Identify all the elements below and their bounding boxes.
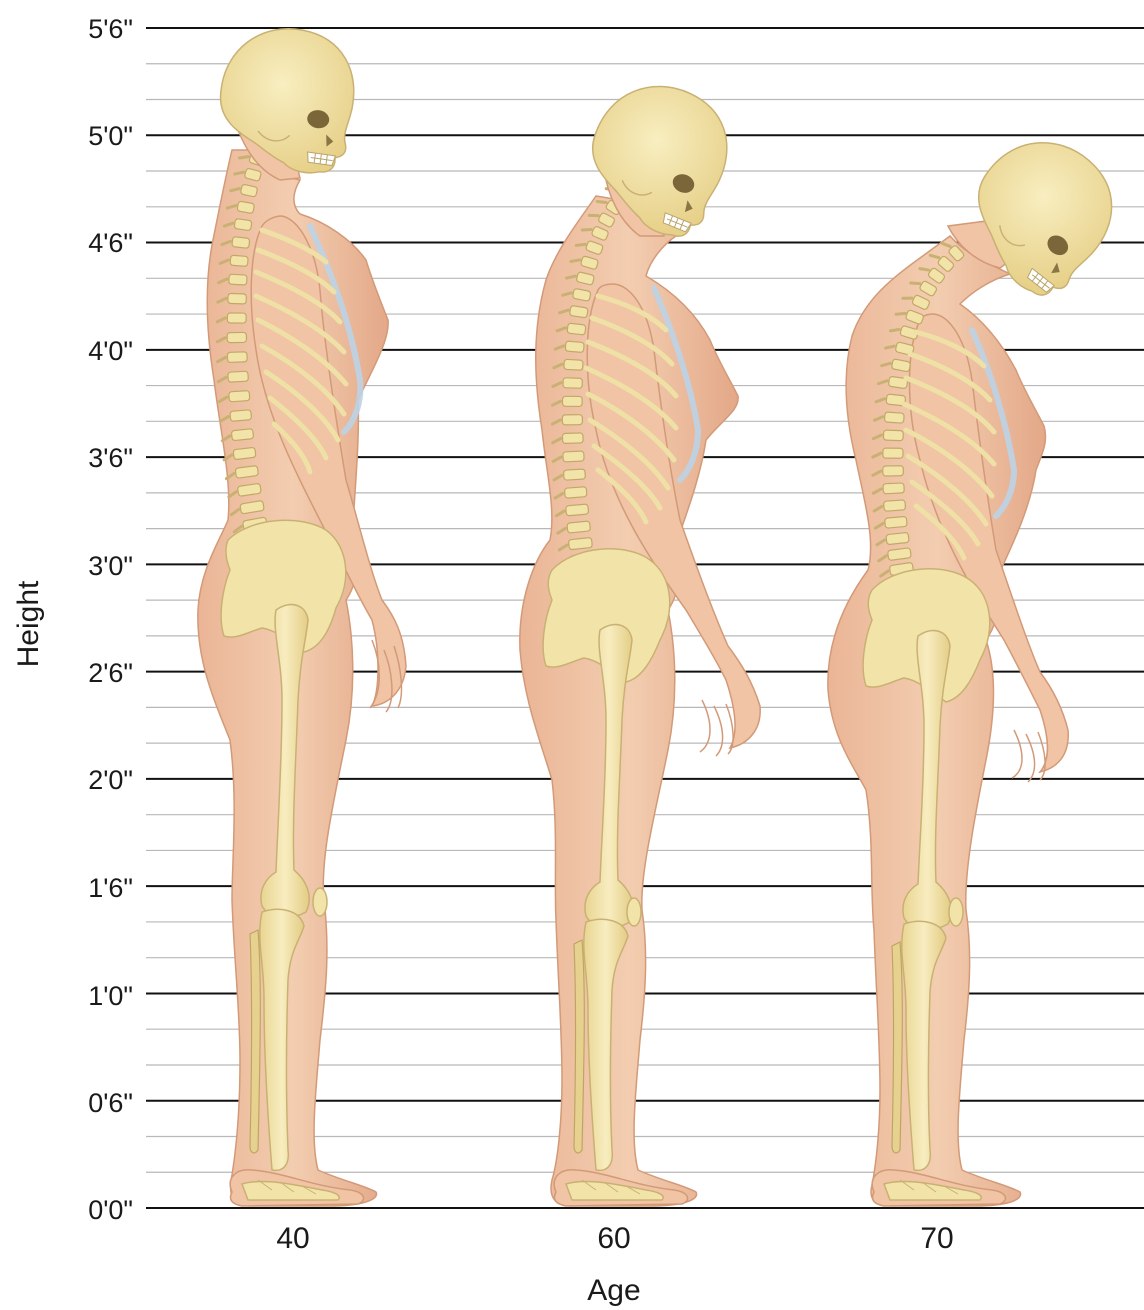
vertebra [564, 487, 587, 499]
vertebra [563, 469, 585, 480]
vertebra [563, 451, 584, 462]
patella [949, 898, 963, 926]
vertebra [884, 412, 904, 423]
vertebra [562, 433, 583, 444]
vertebra [886, 532, 909, 544]
fibula [892, 942, 902, 1153]
hand [700, 700, 733, 756]
tick-3-6: 3'6" [88, 443, 133, 473]
vertebra [885, 516, 908, 528]
figure-age-40 [198, 20, 406, 1206]
vertebra [562, 415, 582, 425]
tick-4-0: 4'0" [88, 336, 133, 366]
tick-0-0: 0'0" [88, 1195, 133, 1225]
tick-3-0: 3'0" [88, 551, 133, 581]
vertebra [227, 352, 247, 363]
age-label-40: 40 [276, 1222, 309, 1255]
vertebra [562, 396, 582, 406]
tick-0-6: 0'6" [88, 1088, 133, 1118]
vertebra [229, 391, 250, 402]
vertebra [228, 293, 247, 304]
vertebra [230, 410, 252, 422]
tick-1-6: 1'6" [88, 873, 133, 903]
tick-2-6: 2'6" [88, 658, 133, 688]
figure-age-60 [520, 66, 760, 1206]
vertebra [232, 237, 250, 249]
vertebra [887, 548, 911, 561]
vertebra [231, 429, 253, 441]
tick-5-6: 5'6" [88, 14, 133, 44]
y-axis-title: Height [12, 580, 45, 667]
figure-age-70 [828, 116, 1136, 1206]
vertebra [569, 305, 588, 318]
vertebra [563, 378, 583, 389]
vertebra [564, 359, 583, 370]
vertebra [237, 201, 255, 214]
patella [313, 888, 327, 916]
tick-2-0: 2'0" [88, 765, 133, 795]
patella [627, 898, 641, 926]
x-axis-title: Age [587, 1274, 640, 1307]
vertebra [884, 500, 906, 511]
vertebra [233, 447, 256, 459]
tick-5-0: 5'0" [88, 121, 133, 151]
vertebra [565, 341, 584, 353]
vertebra [883, 448, 903, 458]
vertebra [567, 323, 586, 335]
vertebra [883, 466, 904, 476]
vertebra [568, 537, 592, 549]
vertebra [235, 465, 258, 478]
vertebra [566, 504, 589, 516]
vertebra [227, 313, 246, 323]
vertebra [229, 274, 247, 285]
height-tick-labels: 0'0" 0'6" 1'0" 1'6" 2'0" 2'6" 3'0" 3'6" … [88, 14, 133, 1225]
vertebra [228, 371, 249, 382]
age-label-60: 60 [597, 1222, 630, 1255]
age-label-70: 70 [920, 1222, 953, 1255]
vertebra [234, 219, 252, 231]
fibula [250, 930, 260, 1153]
hand [1012, 730, 1045, 782]
vertebra [227, 332, 246, 342]
fibula [574, 940, 584, 1153]
tick-1-0: 1'0" [88, 981, 133, 1011]
vertebra [230, 255, 248, 266]
vertebra [883, 430, 903, 441]
tick-4-6: 4'6" [88, 228, 133, 258]
vertebra [567, 521, 591, 533]
vertebra [883, 483, 904, 494]
